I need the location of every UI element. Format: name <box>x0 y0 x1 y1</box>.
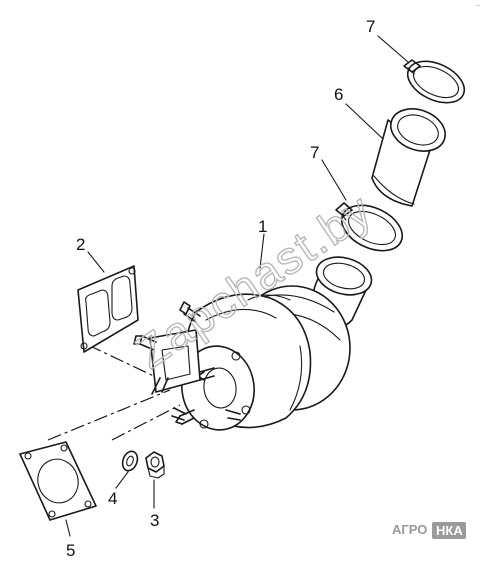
callout-3: 3 <box>150 511 159 530</box>
callout-labels: 7 6 7 1 2 4 3 5 <box>66 17 375 560</box>
callout-5: 5 <box>66 541 75 560</box>
hose-clamp-top <box>403 59 466 104</box>
connecting-sleeve <box>371 108 446 207</box>
logo-badge <box>432 522 466 539</box>
callout-6: 6 <box>334 85 343 104</box>
logo-text-left: АГРО <box>392 522 427 537</box>
corner-mark: ~ <box>476 3 480 10</box>
gasket-upper <box>77 265 139 353</box>
hose-clamp-middle <box>335 202 404 252</box>
brand-logo: АГРО НКА <box>392 522 466 539</box>
callout-leaders <box>65 35 409 537</box>
logo-text-right: НКА <box>436 523 463 538</box>
callout-1: 1 <box>258 217 267 236</box>
washer <box>121 450 139 472</box>
alignment-lines <box>47 344 181 441</box>
callout-7-middle: 7 <box>310 143 319 162</box>
gasket-lower <box>19 441 97 521</box>
turbocharger <box>133 256 373 431</box>
callout-2: 2 <box>76 235 85 254</box>
callout-7-top: 7 <box>366 17 375 36</box>
callout-4: 4 <box>108 489 117 508</box>
nut <box>145 451 165 479</box>
